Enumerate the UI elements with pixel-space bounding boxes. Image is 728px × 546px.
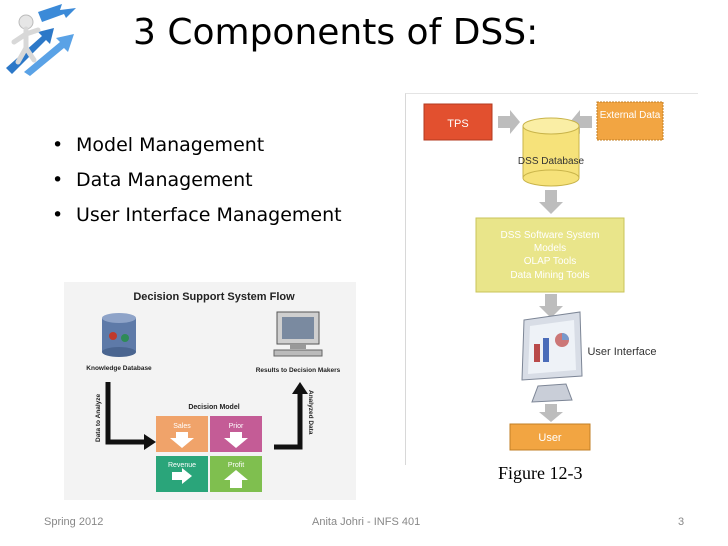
- software-label: OLAP Tools: [524, 256, 576, 267]
- slide-title: 3 Components of DSS:: [133, 12, 539, 53]
- dss-software-box: [475, 217, 625, 293]
- database-icon: [522, 117, 580, 187]
- down-arrow-icon: [539, 404, 563, 422]
- right-arrow-icon: [172, 468, 192, 484]
- down-arrow-icon: [224, 432, 248, 448]
- knowledge-database-label: Knowledge Database: [86, 365, 152, 372]
- footer-author: Anita Johri - INFS 401: [312, 516, 421, 528]
- down-arrow-icon: [539, 294, 563, 318]
- user-label: User: [538, 432, 562, 444]
- database-icon: [102, 313, 136, 357]
- revenue-label: Revenue: [168, 462, 196, 469]
- external-data-label: External Data: [600, 110, 661, 121]
- software-label: Data Mining Tools: [510, 270, 589, 281]
- prior-label: Prior: [229, 423, 244, 430]
- results-label: Results to Decision Makers: [256, 367, 341, 374]
- dss-database-label: DSS Database: [518, 156, 585, 167]
- flow-title: Decision Support System Flow: [133, 291, 295, 303]
- monitor-icon: [521, 311, 583, 403]
- external-data-box: [596, 101, 664, 141]
- right-arrow-icon: [498, 110, 520, 134]
- tps-label: TPS: [447, 118, 468, 130]
- footer-date: Spring 2012: [44, 516, 104, 528]
- software-label: DSS Software System: [501, 230, 600, 241]
- bullet-item: Data Management: [52, 163, 342, 198]
- computer-icon: [273, 311, 323, 357]
- software-label: Models: [534, 243, 566, 254]
- user-box: [509, 423, 591, 451]
- figure-caption: Figure 12-3: [498, 463, 583, 483]
- stick-figure-logo-icon: [2, 2, 80, 76]
- profit-label: Profit: [228, 462, 244, 469]
- tps-box: [423, 103, 493, 141]
- down-arrow-icon: [170, 432, 194, 448]
- sales-label: Sales: [173, 423, 191, 430]
- up-arrow-icon: [224, 470, 248, 488]
- page-number: 3: [678, 516, 685, 528]
- bullet-item: Model Management: [52, 128, 342, 163]
- bullet-item: User Interface Management: [52, 198, 342, 233]
- user-interface-label: User Interface: [587, 346, 656, 358]
- down-arrow-icon: [539, 190, 563, 214]
- decision-model-label: Decision Model: [188, 404, 239, 411]
- decision-support-flow-diagram: Decision Support System Flow Knowledge D…: [64, 282, 356, 500]
- figure-12-3-diagram: TPS External Data DSS Database DSS Softw…: [405, 93, 698, 465]
- data-to-analyze-label: Data to Analyze: [95, 393, 102, 442]
- bullet-list: Model Management Data Management User In…: [52, 128, 342, 233]
- analyzed-data-label: Analyzed Data: [307, 390, 314, 435]
